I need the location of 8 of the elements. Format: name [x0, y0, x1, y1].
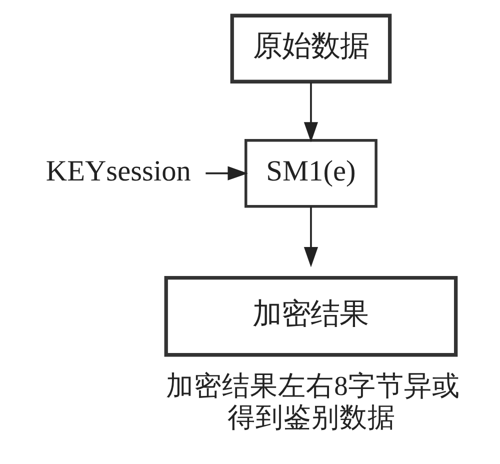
node-text: KEYsession: [46, 155, 191, 188]
node-label: 加密结果左右8字节异或得到鉴别数据: [166, 370, 460, 432]
node-box: 原始数据: [230, 14, 392, 84]
arrow: [206, 166, 248, 180]
node-box: 加密结果: [164, 276, 458, 357]
node-box: SM1(e): [244, 138, 378, 208]
arrow: [304, 206, 318, 268]
arrow: [304, 82, 318, 142]
